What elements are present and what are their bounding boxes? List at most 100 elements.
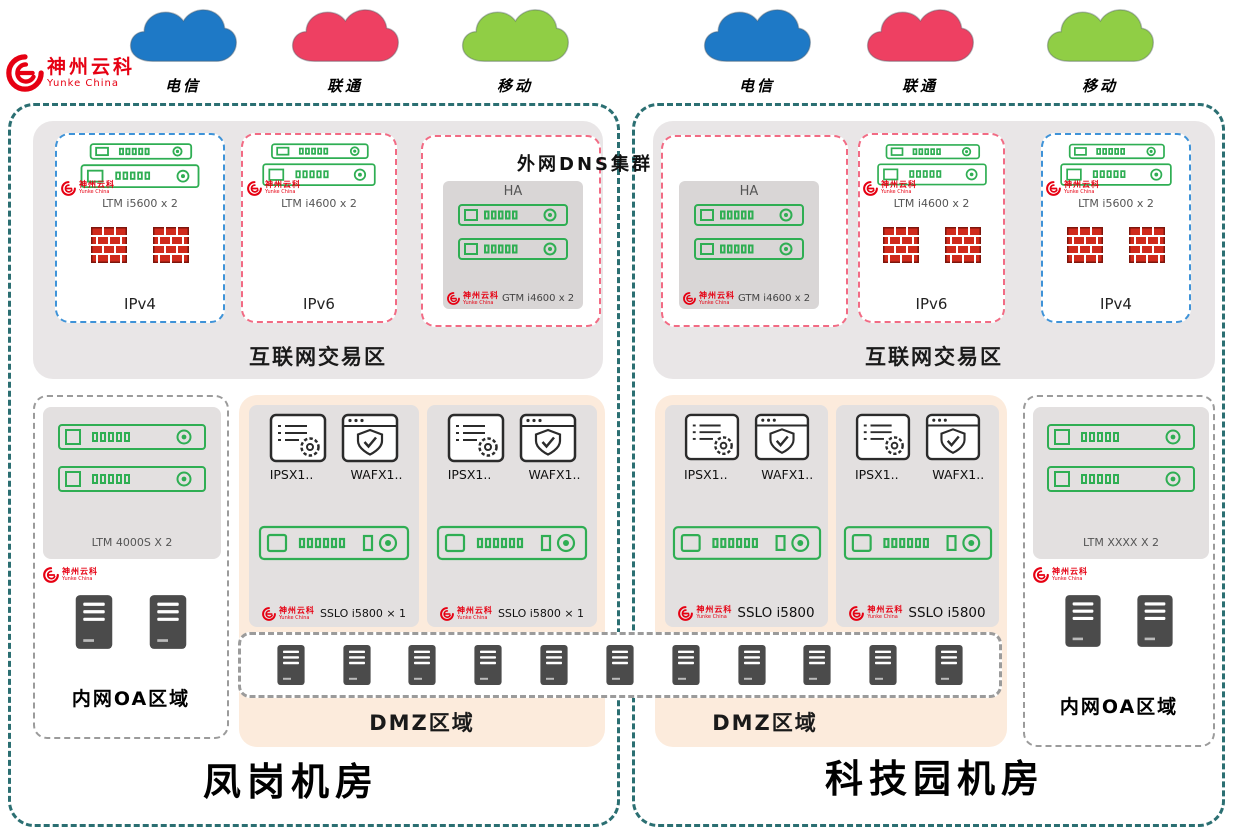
ipv4-label: IPv4	[1100, 295, 1132, 313]
appliance-icon	[1045, 465, 1197, 493]
firewall-pair	[57, 227, 223, 263]
waf-label: WAFX1..	[528, 467, 581, 482]
datacenter-name-left: 凤岗机房	[202, 760, 379, 804]
ips-label: IPSX1..	[854, 467, 899, 482]
cloud-icon	[123, 5, 241, 69]
waf-icon	[925, 413, 981, 461]
datacenter-name-right: 科技园机房	[824, 757, 1045, 801]
appliance-icon	[843, 523, 993, 563]
server-icon	[472, 643, 504, 687]
ips-icon	[684, 413, 740, 461]
device-label: LTM i4600 x 2	[893, 197, 970, 210]
server-icon	[72, 593, 116, 651]
internet-zone-label: 互联网交易区	[249, 345, 387, 369]
sslo-label: SSLO i5800 × 1	[497, 607, 585, 621]
ips-label: IPSX1..	[447, 467, 492, 482]
ltm-panel: LTM XXXX X 2	[1033, 407, 1209, 559]
yunke-logo: 神州云科 Yunke China	[6, 54, 135, 92]
cloud-label: 电信	[164, 77, 201, 95]
logo-swirl-icon	[61, 181, 76, 196]
cloud-unicom-right: 联通	[860, 5, 980, 96]
server-icon	[736, 643, 768, 687]
server-icon	[867, 643, 899, 687]
server-icon	[801, 643, 833, 687]
appliance-icon	[457, 237, 569, 261]
server-icon	[1134, 593, 1176, 649]
firewall-icon	[91, 227, 127, 263]
waf-icon	[341, 413, 399, 463]
ips-label: IPSX1..	[269, 467, 314, 482]
server-icon	[406, 643, 438, 687]
logo-swirl-icon	[447, 292, 460, 305]
cloud-unicom-left: 联通	[285, 5, 405, 96]
cloud-label: 移动	[1081, 77, 1118, 95]
server-icon	[1062, 593, 1104, 649]
logo-swirl-icon	[863, 181, 878, 196]
logo-swirl-icon	[43, 567, 59, 583]
firewall-icon	[1067, 227, 1103, 263]
appliance-icon	[457, 203, 569, 227]
logo-swirl-icon	[440, 607, 454, 621]
dns-cluster-title: 外网DNS集群	[517, 154, 653, 175]
logo-swirl-icon	[1033, 567, 1049, 583]
firewall-icon	[883, 227, 919, 263]
logo-cn: 神州云科	[47, 56, 136, 79]
waf-label: WAFX1..	[932, 467, 985, 482]
waf-label: WAFX1..	[350, 467, 403, 482]
appliance-icon	[693, 203, 805, 227]
logo-swirl-icon	[247, 181, 262, 196]
device-label: GTM i4600 x 2	[502, 293, 575, 305]
server-icon	[538, 643, 570, 687]
ips-icon	[855, 413, 911, 461]
waf-label: WAFX1..	[761, 467, 814, 482]
ips-icon	[447, 413, 505, 463]
cloud-label: 移动	[496, 77, 533, 95]
device-label: LTM 4000S X 2	[91, 536, 173, 549]
dmz-server-row	[238, 632, 1002, 698]
server-icon	[604, 643, 636, 687]
logo-swirl-icon	[6, 54, 44, 92]
logo-swirl-icon	[849, 606, 864, 621]
sslo-label: SSLO i5800	[737, 605, 815, 621]
firewall-pair	[1043, 227, 1189, 263]
logo-swirl-icon	[683, 292, 696, 305]
server-icon	[146, 593, 190, 651]
appliance-icon	[436, 523, 588, 563]
cloud-icon	[285, 5, 403, 69]
oa-zone-label: 内网OA区域	[1059, 696, 1179, 718]
ipv6-label: IPv6	[303, 295, 335, 313]
server-icon	[341, 643, 373, 687]
cloud-icon	[697, 5, 815, 69]
cloud-label: 联通	[326, 77, 363, 95]
server-icon	[275, 643, 307, 687]
appliance-icon	[56, 465, 208, 493]
ha-label: HA	[503, 184, 523, 199]
firewall-icon	[153, 227, 189, 263]
logo-swirl-icon	[678, 606, 693, 621]
appliance-icon	[672, 523, 822, 563]
waf-icon	[519, 413, 577, 463]
cloud-mobile-left: 移动	[455, 5, 575, 96]
device-label: LTM i5600 x 2	[102, 197, 178, 210]
firewall-icon	[945, 227, 981, 263]
